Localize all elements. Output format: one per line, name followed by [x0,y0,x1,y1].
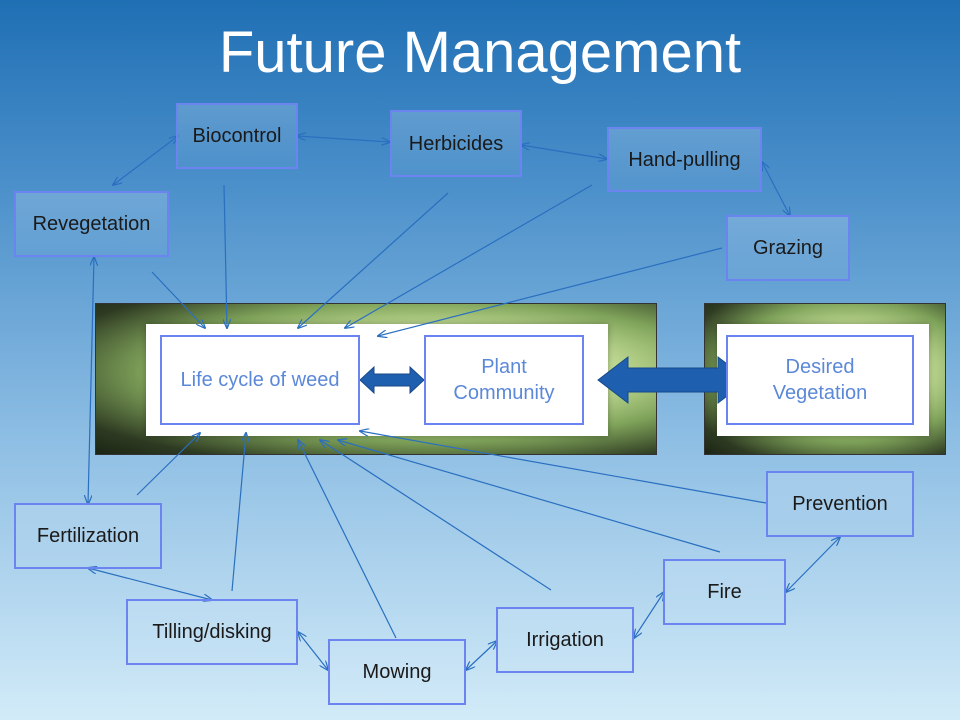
arrow-fire-lifecycle [338,440,721,553]
prevention-label: Prevention [792,493,888,515]
thick-arrow-lifecycle-plant [359,365,425,395]
fire-label: Fire [707,581,742,603]
biocontrol-node: Biocontrol [176,103,298,169]
hand-pulling-node: Hand-pulling [607,127,762,192]
plant-community-node: Plant Community [424,335,584,425]
link-handpulling-grazing [762,162,790,216]
link-irrigation-fire [634,592,664,638]
arrow-tilling-lifecycle [231,433,246,592]
fire-node: Fire [663,559,786,625]
mowing-label: Mowing [362,661,432,683]
link-herbicides-handpulling [521,145,607,159]
tilling-disking-label: Tilling/disking [152,621,272,643]
arrow-herbicides-lifecycle [298,192,449,328]
prevention-node: Prevention [766,471,914,537]
irrigation-node: Irrigation [496,607,634,673]
irrigation-label: Irrigation [526,629,604,651]
link-fertilization-tilling [88,568,212,600]
mowing-node: Mowing [328,639,466,705]
revegetation-node: Revegetation [14,191,169,257]
biocontrol-label: Biocontrol [192,125,282,147]
link-mowing-irrigation [466,641,497,670]
grazing-label: Grazing [752,237,824,259]
arrow-grazing-lifecycle [378,247,723,336]
fertilization-label: Fertilization [36,525,140,547]
grazing-node: Grazing [726,215,850,281]
link-revegetation-biocontrol [113,136,178,185]
link-revegetation-fertilization [88,257,94,504]
herbicides-label: Herbicides [408,132,504,155]
arrow-handpulling-lifecycle [345,184,593,328]
link-fire-prevention [786,537,840,592]
hand-pulling-label: Hand-pulling [628,148,741,171]
arrow-mowing-lifecycle [298,440,397,639]
arrow-irrigation-lifecycle [320,440,552,591]
link-biocontrol-herbicides [297,136,390,142]
life-cycle-label: Life cycle of weed [180,369,340,391]
desired-vegetation-label: Desired Vegetation [772,356,868,404]
tilling-disking-node: Tilling/disking [126,599,298,665]
arrow-revegetation-lifecycle [151,271,205,328]
herbicides-node: Herbicides [390,110,522,177]
plant-community-label: Plant Community [453,356,555,404]
arrow-prevention-lifecycle [360,431,767,504]
fertilization-node: Fertilization [14,503,162,569]
link-tilling-mowing [298,632,328,670]
life-cycle-node: Life cycle of weed [160,335,360,425]
desired-vegetation-node: Desired Vegetation [726,335,914,425]
arrow-fertilization-lifecycle [136,433,200,496]
revegetation-label: Revegetation [32,213,151,235]
slide-title: Future Management [218,20,742,85]
arrow-biocontrol-lifecycle [224,184,227,328]
